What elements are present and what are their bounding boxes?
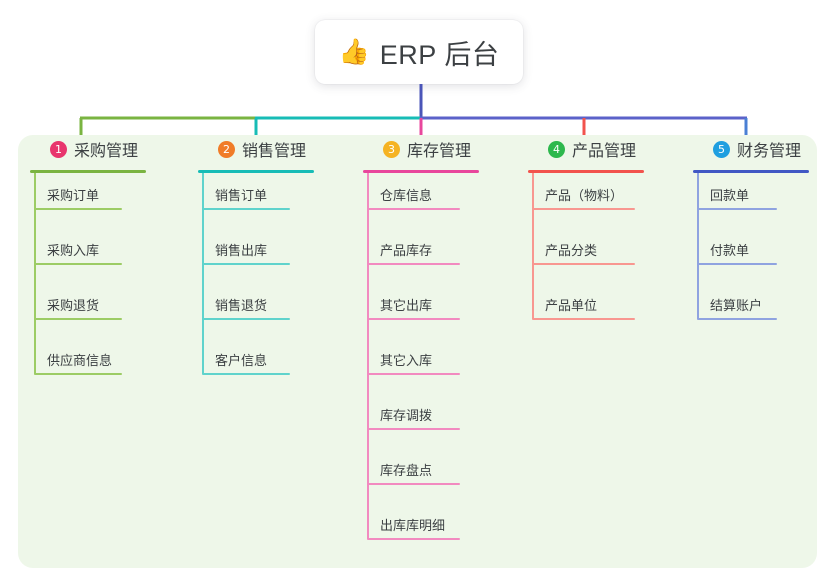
leaf-rule	[34, 263, 122, 265]
root-node-label: ERP 后台	[379, 39, 500, 70]
column-3: 3 库存管理仓库信息产品库存其它出库其它入库库存调拨库存盘点出库库明细	[363, 135, 479, 540]
leaf-label: 库存盘点	[380, 463, 433, 478]
leaf-rule	[34, 318, 122, 320]
column-1: 1 采购管理采购订单采购入库采购退货供应商信息	[30, 135, 146, 375]
column-header-5[interactable]: 5 财务管理	[693, 135, 809, 163]
column-spine-5	[697, 173, 699, 319]
column-rule-2	[198, 170, 314, 173]
leaf-label: 其它出库	[380, 298, 433, 313]
leaf-node[interactable]: 产品分类	[532, 240, 635, 265]
leaf-rule	[367, 318, 460, 320]
column-header-1[interactable]: 1 采购管理	[30, 135, 146, 163]
column-rule-4	[528, 170, 644, 173]
leaf-node[interactable]: 销售退货	[202, 295, 290, 320]
leaf-label: 库存调拨	[380, 408, 433, 423]
leaf-node[interactable]: 其它入库	[367, 350, 460, 375]
leaf-rule	[202, 208, 290, 210]
column-title-4: 产品管理	[572, 143, 637, 160]
root-node-content: 👍 ERP 后台	[339, 33, 500, 72]
leaf-rule	[532, 208, 635, 210]
leaf-label: 付款单	[710, 243, 750, 258]
leaf-node[interactable]: 其它出库	[367, 295, 460, 320]
column-spine-4	[532, 173, 534, 319]
leaf-node[interactable]: 采购退货	[34, 295, 122, 320]
column-rule-3	[363, 170, 479, 173]
column-spine-3	[367, 173, 369, 539]
leaf-label: 采购退货	[47, 298, 100, 313]
leaf-node[interactable]: 付款单	[697, 240, 777, 265]
column-badge-2: 2	[218, 140, 235, 158]
leaf-label: 其它入库	[380, 353, 433, 368]
column-badge-5: 5	[713, 140, 730, 158]
leaf-label: 销售出库	[215, 243, 268, 258]
root-node[interactable]: 👍 ERP 后台	[315, 20, 523, 84]
leaf-rule	[367, 428, 460, 430]
column-header-4[interactable]: 4 产品管理	[528, 135, 644, 163]
leaf-node[interactable]: 销售出库	[202, 240, 290, 265]
leaf-rule	[202, 263, 290, 265]
leaf-label: 采购入库	[47, 243, 100, 258]
column-4: 4 产品管理产品（物料） 产品分类产品单位	[528, 135, 644, 320]
column-badge-1: 1	[50, 140, 67, 158]
column-5: 5 财务管理回款单付款单结算账户	[693, 135, 809, 320]
leaf-label: 回款单	[710, 188, 750, 203]
leaf-rule	[367, 263, 460, 265]
column-2: 2 销售管理销售订单销售出库销售退货客户信息	[198, 135, 314, 375]
leaf-node[interactable]: 产品（物料）	[532, 185, 635, 210]
leaf-label: 产品分类	[545, 243, 598, 258]
column-badge-3: 3	[383, 140, 400, 158]
leaf-node[interactable]: 结算账户	[697, 295, 777, 320]
leaf-label: 出库库明细	[380, 518, 446, 533]
leaf-label: 结算账户	[710, 298, 763, 313]
leaf-label: 仓库信息	[380, 188, 433, 203]
column-spine-1	[34, 173, 36, 374]
leaf-node[interactable]: 客户信息	[202, 350, 290, 375]
leaf-label: 供应商信息	[47, 353, 113, 368]
leaf-label: 产品（物料）	[545, 188, 624, 203]
leaf-rule	[34, 373, 122, 375]
leaf-label: 采购订单	[47, 188, 100, 203]
leaf-node[interactable]: 出库库明细	[367, 515, 460, 540]
column-title-3: 库存管理	[407, 143, 472, 160]
leaf-node[interactable]: 采购订单	[34, 185, 122, 210]
leaf-rule	[34, 208, 122, 210]
leaf-rule	[202, 318, 290, 320]
leaf-rule	[532, 318, 635, 320]
thumbs-up-icon: 👍	[338, 37, 370, 66]
leaf-rule	[532, 263, 635, 265]
leaf-rule	[367, 373, 460, 375]
leaf-node[interactable]: 采购入库	[34, 240, 122, 265]
leaf-rule	[697, 208, 777, 210]
leaf-label: 产品库存	[380, 243, 433, 258]
column-header-2[interactable]: 2 销售管理	[198, 135, 314, 163]
column-title-1: 采购管理	[74, 143, 139, 160]
leaf-rule	[697, 318, 777, 320]
column-header-3[interactable]: 3 库存管理	[363, 135, 479, 163]
leaf-node[interactable]: 库存盘点	[367, 460, 460, 485]
leaf-node[interactable]: 销售订单	[202, 185, 290, 210]
column-spine-2	[202, 173, 204, 374]
leaf-label: 产品单位	[545, 298, 598, 313]
leaf-node[interactable]: 仓库信息	[367, 185, 460, 210]
column-rule-1	[30, 170, 146, 173]
column-badge-4: 4	[548, 140, 565, 158]
leaf-node[interactable]: 回款单	[697, 185, 777, 210]
leaf-label: 销售订单	[215, 188, 268, 203]
column-rule-5	[693, 170, 809, 173]
leaf-rule	[367, 483, 460, 485]
leaf-rule	[367, 538, 460, 540]
leaf-rule	[697, 263, 777, 265]
leaf-node[interactable]: 供应商信息	[34, 350, 122, 375]
leaf-label: 客户信息	[215, 353, 268, 368]
column-title-2: 销售管理	[242, 143, 307, 160]
column-title-5: 财务管理	[737, 143, 802, 160]
leaf-node[interactable]: 库存调拨	[367, 405, 460, 430]
leaf-rule	[367, 208, 460, 210]
leaf-node[interactable]: 产品单位	[532, 295, 635, 320]
diagram-panel: 1 采购管理采购订单采购入库采购退货供应商信息 2 销售管理销售订单销售出库销售退货客…	[18, 135, 817, 568]
leaf-rule	[202, 373, 290, 375]
leaf-label: 销售退货	[215, 298, 268, 313]
leaf-node[interactable]: 产品库存	[367, 240, 460, 265]
